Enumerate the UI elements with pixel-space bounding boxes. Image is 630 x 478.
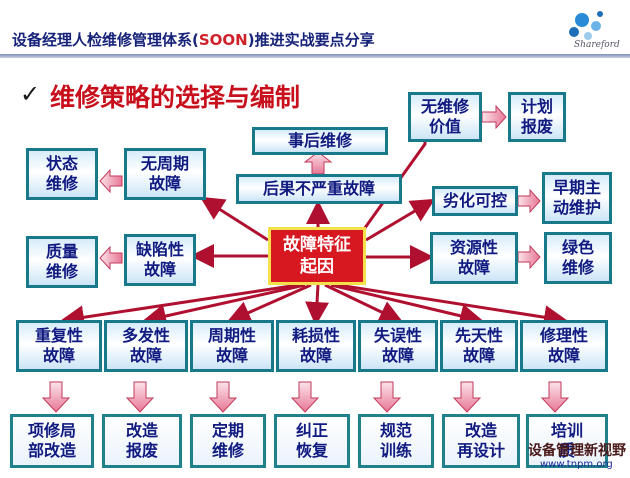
action-redesign-line1: 改造 <box>464 421 497 440</box>
shareford-logo-icon <box>569 11 603 40</box>
action-training-quality: 培训质 <box>526 414 608 468</box>
node-early-active-line1: 早期主 <box>552 178 601 197</box>
node-defect-line1: 缺陷性 <box>135 240 184 259</box>
node-resource-line1: 资源性 <box>449 238 498 257</box>
node-status-line1: 状态 <box>45 154 78 173</box>
action-modify-scrap-line1: 改造 <box>125 421 158 440</box>
fault-repetitive-line1: 重复性 <box>34 326 83 345</box>
fault-periodic-line1: 周期性 <box>207 326 256 345</box>
logo-text: Shareford <box>574 40 620 50</box>
action-item-repair-line1: 项修局 <box>27 421 76 440</box>
node-plan-scrap-line1: 计划 <box>520 97 553 116</box>
action-training-line1: 培训 <box>550 421 583 440</box>
node-defect-line2: 故障 <box>143 260 176 279</box>
node-no-value-line2: 价值 <box>428 117 461 136</box>
node-resource-fault: 资源性故障 <box>430 232 518 284</box>
header-rule <box>0 54 630 58</box>
node-plan-scrap-line2: 报废 <box>520 117 553 136</box>
node-after-repair-label: 事后维修 <box>287 131 352 150</box>
node-deterioration-controllable: 劣化可控 <box>432 186 518 216</box>
node-no-cycle-line1: 无周期 <box>140 154 189 173</box>
fault-wear-line1: 耗损性 <box>291 326 340 345</box>
node-no-cycle-fault: 无周期故障 <box>124 148 206 200</box>
header-title-soon: SOON <box>198 31 248 49</box>
node-early-active-maintenance: 早期主动维护 <box>542 172 612 224</box>
node-green-line2: 维修 <box>561 258 594 277</box>
node-resource-line2: 故障 <box>457 258 490 277</box>
fault-repair-induced: 修理性故障 <box>520 320 608 372</box>
header-title: 设备经理人检维修管理体系(SOON)推进实战要点分享 <box>12 29 375 50</box>
node-green-maintenance: 绿色维修 <box>544 232 612 284</box>
node-defect-fault: 缺陷性故障 <box>124 234 196 286</box>
fault-frequent-line2: 故障 <box>129 346 162 365</box>
node-non-serious-fault: 后果不严重故障 <box>236 174 402 204</box>
fault-periodic: 周期性故障 <box>190 320 274 372</box>
header-title-suffix: )推进实战要点分享 <box>247 31 375 49</box>
check-icon: ✓ <box>20 80 41 108</box>
fault-error: 失误性故障 <box>358 320 438 372</box>
action-modify-scrap: 改造报废 <box>102 414 182 468</box>
action-correct-restore: 纠正恢复 <box>274 414 350 468</box>
action-correct-line2: 恢复 <box>295 441 328 460</box>
fault-congenital-line1: 先天性 <box>454 326 503 345</box>
fault-congenital-line2: 故障 <box>462 346 495 365</box>
action-training-line2: 质 <box>558 441 575 460</box>
node-status-maintenance: 状态维修 <box>26 148 98 200</box>
fault-wear-line2: 故障 <box>299 346 332 365</box>
node-no-repair-value: 无维修价值 <box>408 92 482 142</box>
center-line2: 起因 <box>300 257 334 277</box>
slide-title: 维修策略的选择与编制 <box>50 83 301 112</box>
action-periodic-line1: 定期 <box>211 421 244 440</box>
fault-error-line1: 失误性 <box>373 326 422 345</box>
header-title-prefix: 设备经理人检维修管理体系( <box>12 31 199 49</box>
node-fault-cause-center: 故障特征起因 <box>268 227 366 285</box>
action-item-repair-line2: 部改造 <box>27 441 76 460</box>
fault-congenital: 先天性故障 <box>440 320 518 372</box>
fault-wear: 耗损性故障 <box>276 320 356 372</box>
action-standard-line2: 训练 <box>379 441 412 460</box>
node-plan-scrap: 计划报废 <box>508 92 566 142</box>
fault-frequent-line1: 多发性 <box>121 326 170 345</box>
fault-repair-line2: 故障 <box>547 346 580 365</box>
action-periodic-line2: 维修 <box>211 441 244 460</box>
fault-periodic-line2: 故障 <box>215 346 248 365</box>
fault-frequent: 多发性故障 <box>104 320 188 372</box>
node-early-active-line2: 动维护 <box>552 198 601 217</box>
fault-error-line2: 故障 <box>381 346 414 365</box>
fault-repetitive-line2: 故障 <box>42 346 75 365</box>
node-non-serious-label: 后果不严重故障 <box>262 179 375 198</box>
node-green-line1: 绿色 <box>561 238 594 257</box>
action-correct-line1: 纠正 <box>295 421 328 440</box>
fault-repair-line1: 修理性 <box>539 326 588 345</box>
watermark-name: 设备管理新视野 <box>528 443 626 459</box>
node-no-value-line1: 无维修 <box>420 97 469 116</box>
node-after-repair: 事后维修 <box>252 127 388 155</box>
node-quality-line2: 维修 <box>45 262 78 281</box>
node-quality-line1: 质量 <box>45 242 78 261</box>
node-deterioration-label: 劣化可控 <box>442 191 507 210</box>
node-status-line2: 维修 <box>45 174 78 193</box>
watermark-url: www.tnpm.org <box>540 459 613 470</box>
action-item-repair: 项修局部改造 <box>10 414 94 468</box>
action-modify-scrap-line2: 报废 <box>125 441 158 460</box>
action-modify-redesign: 改造再设计 <box>442 414 520 468</box>
fault-repetitive: 重复性故障 <box>16 320 102 372</box>
action-redesign-line2: 再设计 <box>456 441 505 460</box>
action-standard-line1: 规范 <box>379 421 412 440</box>
node-no-cycle-line2: 故障 <box>148 174 181 193</box>
center-line1: 故障特征 <box>283 235 351 255</box>
action-standard-training: 规范训练 <box>358 414 434 468</box>
node-quality-maintenance: 质量维修 <box>26 236 98 288</box>
action-periodic-maintenance: 定期维修 <box>190 414 266 468</box>
